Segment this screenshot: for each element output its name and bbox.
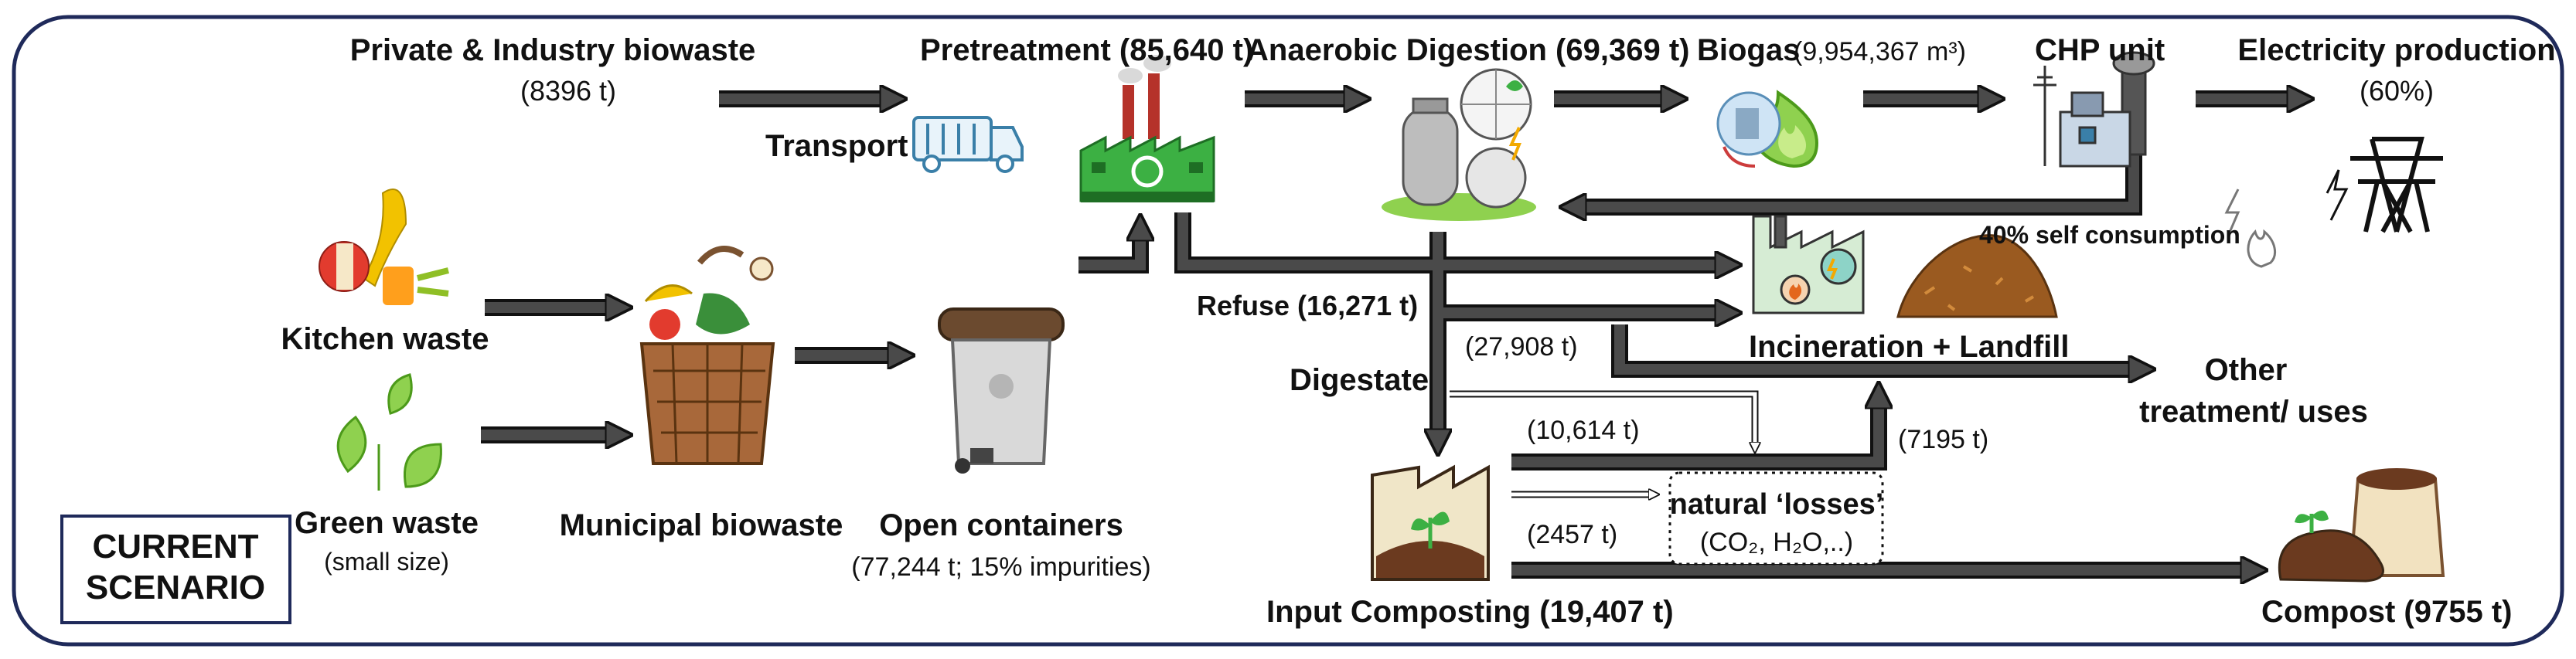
label-flow-2457: (2457 t) [1527, 520, 1617, 549]
label-open-containers-amount: (77,244 t; 15% impurities) [851, 552, 1150, 582]
incineration-plant-icon [1752, 215, 1865, 314]
scenario-line1: CURRENT [92, 528, 258, 566]
label-municipal-biowaste: Municipal biowaste [560, 508, 843, 542]
flow-arrows [481, 99, 2292, 570]
recycling-factory-icon [1079, 55, 1215, 202]
label-chp-unit: CHP unit [2035, 33, 2165, 67]
scenario-line2: SCENARIO [86, 569, 265, 606]
biogas-flame-icon [1716, 90, 1819, 168]
label-digestate-flow: (27,908 t) [1465, 332, 1578, 362]
landfill-pile-icon [1896, 234, 2058, 318]
label-pretreatment: Pretreatment (85,640 t) [920, 33, 1253, 67]
label-natural-losses-2: (CO₂, H₂O,..) [1700, 528, 1853, 557]
label-green-waste-note: (small size) [324, 548, 449, 576]
label-natural-losses-1: natural ‘losses’ [1670, 488, 1884, 521]
chp-unit-icon [2033, 51, 2155, 168]
label-open-containers: Open containers [879, 508, 1123, 542]
power-pylon-icon [2326, 137, 2443, 233]
natural-losses-box [1668, 471, 1884, 566]
labels: Private & Industry biowaste (8396 t) Pre… [281, 33, 2556, 629]
label-electricity: Electricity production [2237, 33, 2555, 67]
label-biogas: Biogas [1697, 33, 1800, 67]
label-other-treatment-1: Other [2205, 353, 2288, 387]
label-biogas-amount: (9,954,367 m³) [1794, 37, 1966, 66]
label-private-industry: Private & Industry biowaste [350, 33, 756, 67]
garbage-truck-icon [912, 116, 1024, 173]
compost-bag-icon [2278, 468, 2445, 583]
label-self-consumption: 40% self consumption [1979, 221, 2240, 249]
label-digestate: Digestate [1290, 363, 1429, 397]
waste-bin-icon [938, 307, 1065, 474]
compost-basket-icon [639, 246, 775, 465]
label-green-waste: Green waste [295, 506, 479, 540]
lightning-flame-icon [2224, 189, 2277, 268]
label-refuse: Refuse (16,271 t) [1197, 290, 1418, 321]
label-anaerobic-digestion: Anaerobic Digestion (69,369 t) [1246, 33, 1689, 67]
arrow-digestate-to-losses [1450, 392, 1755, 444]
label-other-treatment-2: treatment/ uses [2139, 395, 2368, 429]
label-transport: Transport [765, 129, 908, 163]
outer-frame [12, 15, 2564, 647]
label-flow-7195: (7195 t) [1898, 425, 1988, 454]
kitchen-waste-icon [319, 189, 449, 305]
green-leaves-icon [336, 373, 442, 491]
label-electricity-share: (60%) [2360, 75, 2434, 107]
scenario-box: CURRENT SCENARIO [60, 515, 291, 624]
label-private-industry-amount: (8396 t) [520, 75, 616, 107]
digester-tank-icon [1382, 68, 1536, 221]
label-kitchen-waste: Kitchen waste [281, 322, 489, 356]
label-compost: Compost (9755 t) [2261, 595, 2513, 629]
composting-bin-icon [1371, 464, 1490, 581]
label-input-composting: Input Composting (19,407 t) [1266, 595, 1674, 629]
label-flow-10614: (10,614 t) [1527, 416, 1640, 445]
label-incineration-landfill: Incineration + Landfill [1749, 330, 2070, 364]
arrow-self-consumption [1581, 155, 2142, 216]
